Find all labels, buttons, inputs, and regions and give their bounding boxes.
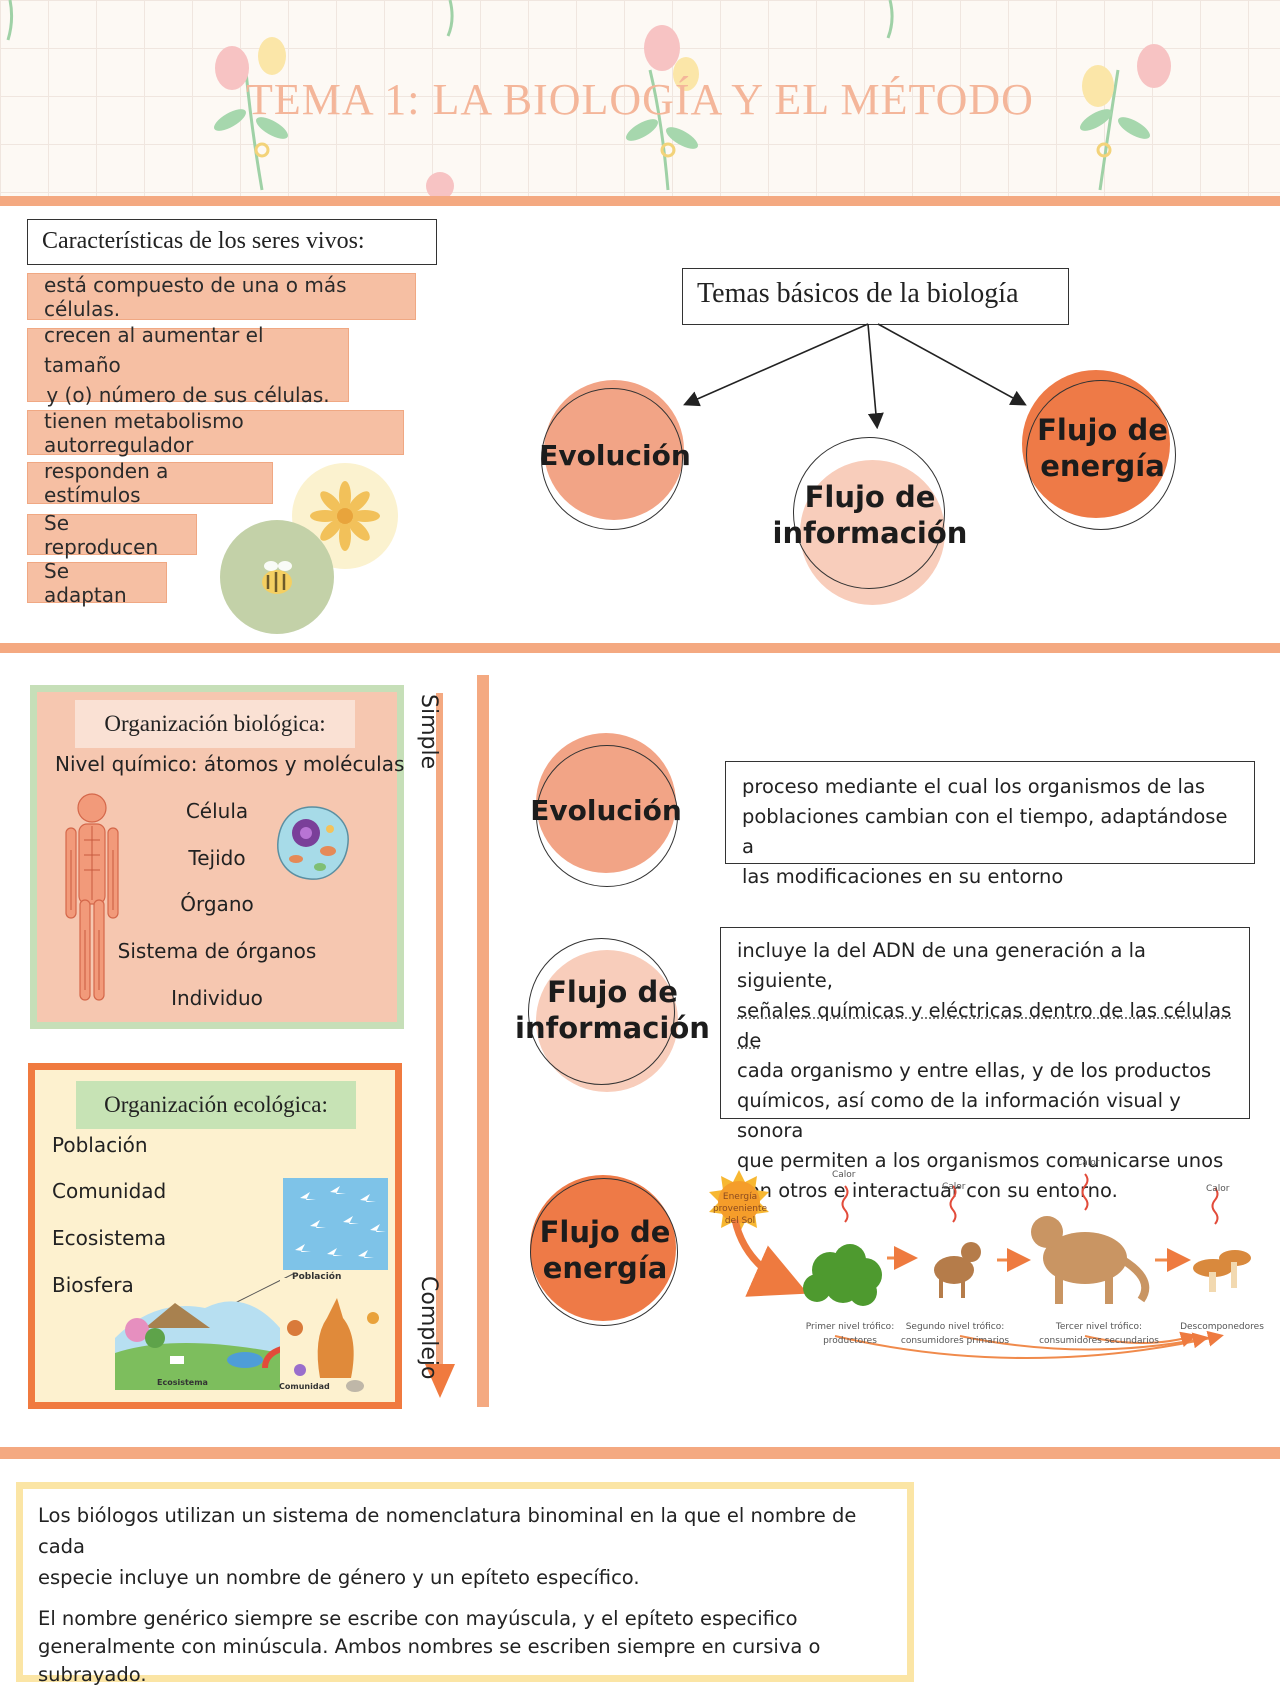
eco-level: Comunidad: [52, 1179, 167, 1203]
nomenclature-text: Los biólogos utilizan un sistema de nome…: [38, 1500, 898, 1689]
cell-icon: [277, 806, 349, 880]
characteristic-item: Se adaptan: [27, 559, 167, 607]
ecological-organization-title: Organización ecológica:: [76, 1081, 356, 1129]
scale-simple-label: Simple: [416, 694, 441, 770]
header-banner: TEMA 1: LA BIOLOGÍA Y EL MÉTODO: [0, 0, 1280, 198]
information-circle-outline: [793, 437, 945, 589]
bio-level: Órgano: [180, 892, 254, 916]
ecology-illustration: [115, 1178, 388, 1398]
divider-band-1: [0, 196, 1280, 206]
nomenclature-box: [16, 1482, 914, 1682]
characteristic-item: Se reproducen: [27, 511, 197, 559]
population-image-label: Población: [292, 1272, 342, 1282]
characteristics-title: Características de los seres vivos:: [27, 219, 437, 265]
eco-level: Población: [52, 1133, 148, 1157]
flower-decoration: [6, 0, 1171, 198]
heat-label: Calor: [1076, 1158, 1100, 1168]
ecosystem-image-label: Ecosistema: [157, 1378, 208, 1387]
trophic-decomposers: Descomponedores: [1180, 1322, 1264, 1332]
community-image-label: Comunidad: [279, 1382, 330, 1391]
detail-energy-label: Flujo de energía: [539, 1214, 671, 1285]
heat-label: Calor: [1206, 1184, 1230, 1194]
bio-level: Nivel químico: átomos y moléculas: [55, 752, 405, 776]
evolution-description: proceso mediante el cual los organismos …: [725, 761, 1255, 888]
bio-level: Individuo: [171, 986, 263, 1010]
trophic-level-3: Tercer nivel trófico: consumidores secun…: [1039, 1322, 1159, 1346]
vertical-divider: [477, 675, 489, 1407]
trophic-level-1: Primer nivel trófico: productores: [805, 1322, 895, 1346]
bio-level: Sistema de órganos: [117, 939, 317, 963]
heat-label: Calor: [942, 1182, 966, 1192]
energy-flow-diagram: [709, 1170, 1251, 1359]
topic-arrows: [683, 323, 1027, 430]
heat-label: Calor: [832, 1170, 856, 1180]
scale-arrow-line: [436, 693, 443, 1373]
flower-bee-icon: [220, 463, 398, 634]
detail-evolution-label: Evolución: [530, 793, 682, 827]
topic-information-label: Flujo de información: [772, 479, 968, 550]
topics-title: Temas básicos de la biología: [682, 268, 1069, 325]
biological-organization-title: Organización biológica:: [75, 700, 355, 748]
sun-label: Energía proveniente del Sol: [712, 1192, 768, 1226]
bio-level: Tejido: [188, 846, 246, 870]
information-detail-circle-outline: [528, 938, 675, 1085]
scale-complex-label: Complejo: [416, 1276, 441, 1380]
human-body-icon: [65, 793, 119, 1001]
topic-energy-label: Flujo de energía: [1037, 412, 1168, 483]
paragraph-gap: [38, 1593, 898, 1605]
information-description: incluye la del ADN de una generación a l…: [720, 927, 1250, 1202]
bio-level: Célula: [185, 799, 249, 823]
evolution-circle-outline: [541, 388, 683, 530]
energy-circle-outline: [1026, 380, 1176, 530]
characteristic-item: crecen al aumentar el tamaño y (o) númer…: [27, 323, 349, 407]
characteristic-item: tienen metabolismo autorregulador: [27, 409, 404, 457]
divider-band-3: [0, 1447, 1280, 1459]
characteristic-item: responden a estímulos: [27, 459, 273, 507]
eco-level: Biosfera: [52, 1273, 134, 1297]
characteristic-item: está compuesto de una o más células.: [27, 273, 416, 321]
divider-band-2: [0, 643, 1280, 653]
evolution-detail-circle-outline: [536, 745, 678, 887]
topic-evolution-label: Evolución: [539, 438, 691, 472]
detail-information-label: Flujo de información: [515, 974, 710, 1045]
scale-arrow-head: [425, 1364, 455, 1398]
trophic-level-2: Segundo nivel trófico: consumidores prim…: [900, 1322, 1010, 1346]
eco-level: Ecosistema: [52, 1226, 167, 1250]
page-title: TEMA 1: LA BIOLOGÍA Y EL MÉTODO: [246, 75, 1034, 124]
energy-detail-circle-outline: [530, 1178, 678, 1326]
